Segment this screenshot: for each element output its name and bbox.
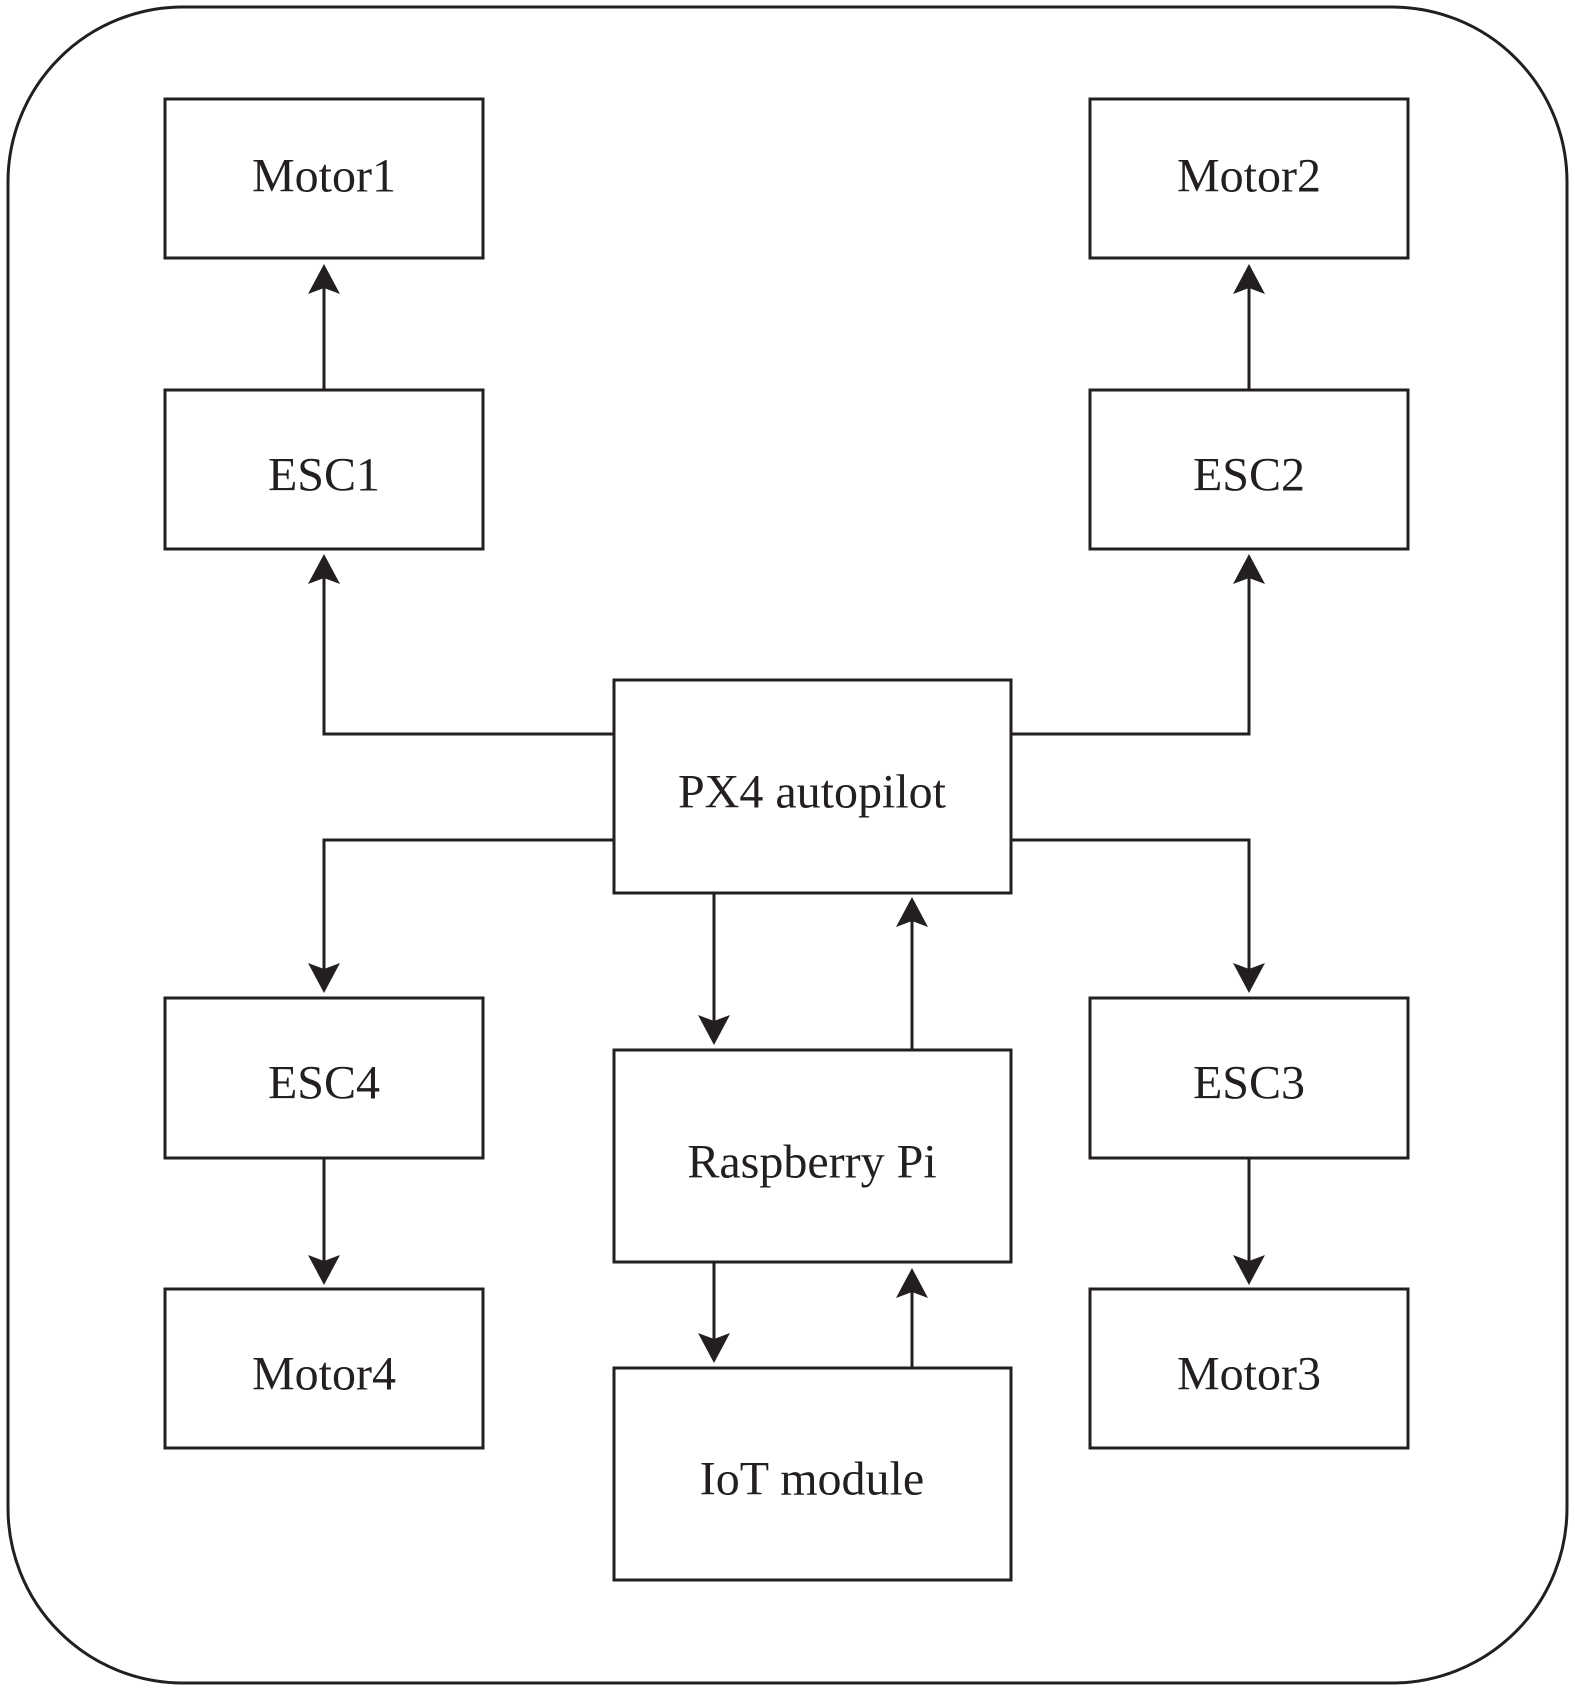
- node-esc4-label: ESC4: [268, 1057, 380, 1110]
- node-esc1-label: ESC1: [268, 449, 380, 502]
- node-esc1: ESC1: [163, 388, 485, 551]
- node-motor1-box: [163, 97, 485, 260]
- node-motor4-label: Motor4: [252, 1348, 396, 1401]
- node-esc3-label: ESC3: [1193, 1057, 1305, 1110]
- arrowhead-motor1: [308, 264, 340, 294]
- edge-px4-esc4: [322, 838, 614, 970]
- node-px4-box: [612, 678, 1013, 895]
- arrowhead-esc4: [308, 963, 340, 993]
- arrowhead-raspberry-pi: [698, 1015, 730, 1045]
- node-raspberry-pi: Raspberry Pi: [612, 1048, 1013, 1264]
- arrowhead-motor3: [1233, 1255, 1265, 1285]
- node-motor3-box: [1088, 1287, 1410, 1450]
- node-px4-label: PX4 autopilot: [678, 766, 947, 819]
- node-raspberry-pi-box: [612, 1048, 1013, 1264]
- node-motor3: Motor3: [1088, 1287, 1410, 1450]
- node-motor1-label: Motor1: [252, 150, 396, 203]
- edge-px4-esc3: [1011, 838, 1251, 970]
- arrowhead-iot: [698, 1333, 730, 1363]
- node-esc2: ESC2: [1088, 388, 1410, 551]
- node-motor2-box: [1088, 97, 1410, 260]
- node-esc4: ESC4: [163, 996, 485, 1160]
- arrowhead-motor4: [308, 1255, 340, 1285]
- node-motor2-label: Motor2: [1177, 150, 1321, 203]
- arrowhead-motor2: [1233, 264, 1265, 294]
- arrowhead-px4: [896, 897, 928, 927]
- arrowhead-esc3: [1233, 963, 1265, 993]
- arrowhead-esc2: [1233, 554, 1265, 584]
- node-motor4-box: [163, 1287, 485, 1450]
- edge-px4-esc1: [322, 575, 614, 736]
- edges: [308, 264, 1265, 1368]
- node-esc2-label: ESC2: [1193, 449, 1305, 502]
- node-esc4-box: [163, 996, 485, 1160]
- node-motor3-label: Motor3: [1177, 1348, 1321, 1401]
- arrowhead-raspberry-pi-from-iot: [896, 1268, 928, 1298]
- node-iot: IoT module: [612, 1366, 1013, 1582]
- node-motor1: Motor1: [163, 97, 485, 260]
- node-iot-label: IoT module: [700, 1453, 924, 1506]
- node-esc3: ESC3: [1088, 996, 1410, 1160]
- node-motor2: Motor2: [1088, 97, 1410, 260]
- arrowhead-esc1: [308, 554, 340, 584]
- node-esc1-box: [163, 388, 485, 551]
- node-motor4: Motor4: [163, 1287, 485, 1450]
- node-esc3-box: [1088, 996, 1410, 1160]
- node-px4: PX4 autopilot: [612, 678, 1013, 895]
- edge-px4-esc2: [1011, 575, 1251, 736]
- node-esc2-box: [1088, 388, 1410, 551]
- node-raspberry-pi-label: Raspberry Pi: [687, 1136, 936, 1189]
- node-iot-box: [612, 1366, 1013, 1582]
